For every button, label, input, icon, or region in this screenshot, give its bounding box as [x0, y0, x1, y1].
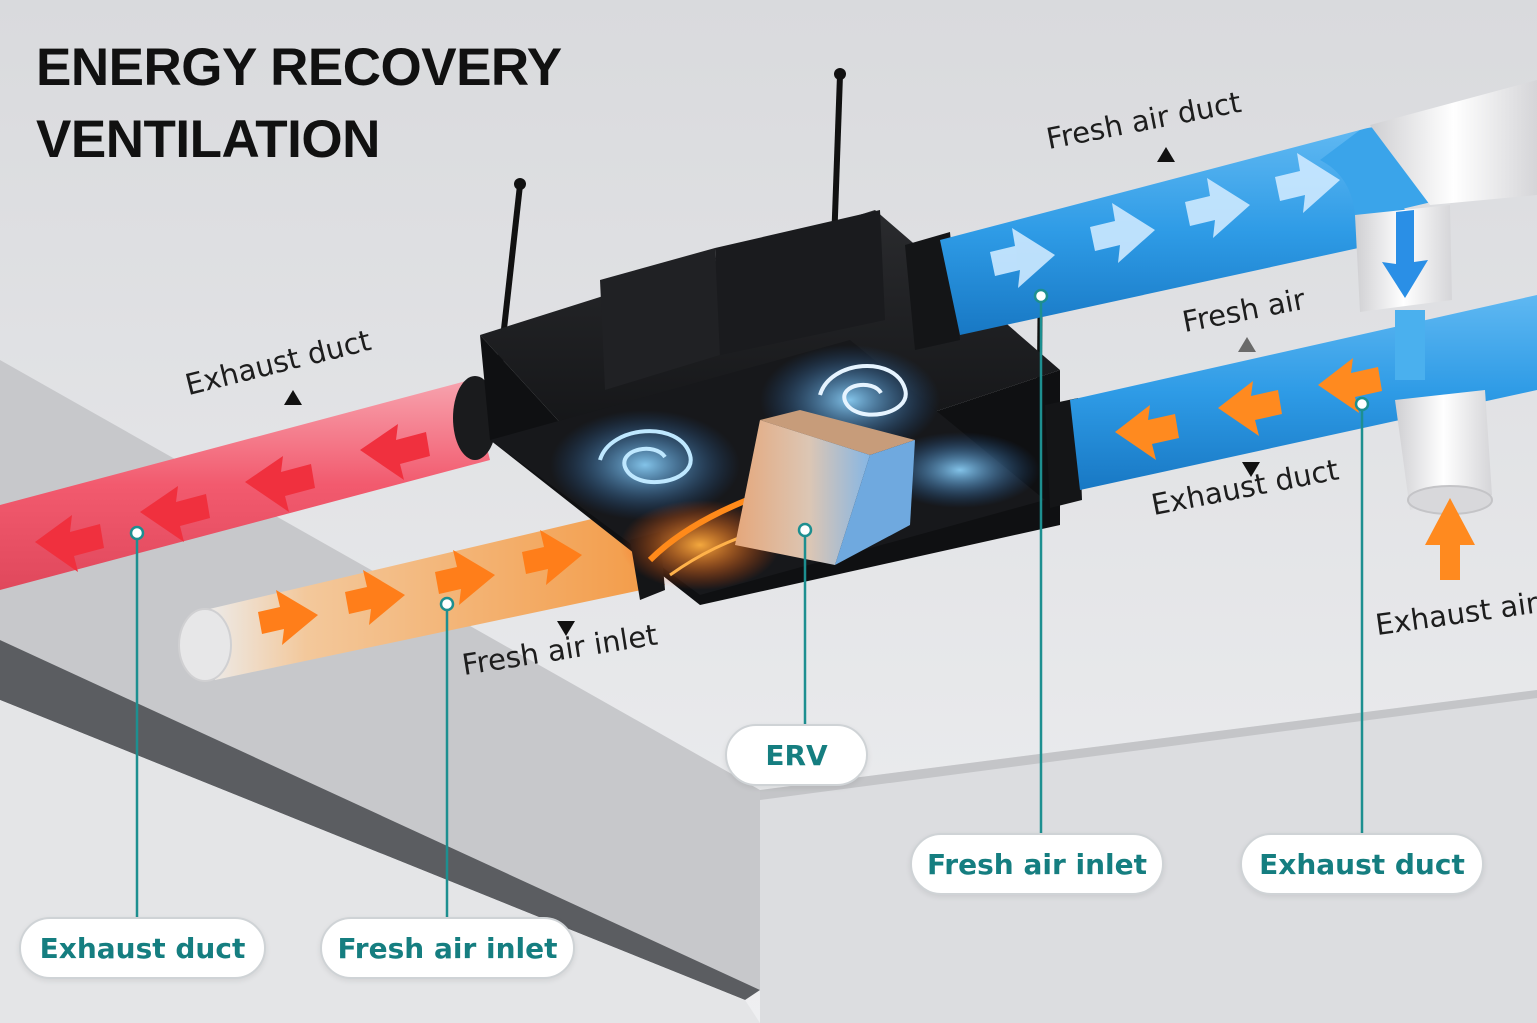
flow-arrow	[1275, 153, 1340, 213]
flow-arrow	[360, 424, 430, 480]
callout-exhaust-duct-left: Exhaust duct	[19, 917, 266, 979]
leader-lines	[129, 288, 1370, 917]
white-extension-pipe	[1370, 80, 1537, 205]
erv-core-top	[760, 410, 915, 455]
flow-arrow	[1185, 178, 1250, 238]
tee-connector	[1395, 310, 1425, 380]
title-line-1: ENERGY RECOVERY	[36, 38, 562, 97]
exhaust-duct-pipe	[0, 380, 490, 590]
leader-dot	[1033, 288, 1049, 304]
flow-arrow	[990, 228, 1055, 288]
fresh-air-flow-arrows	[990, 153, 1340, 288]
pointer-triangle	[284, 390, 302, 405]
leader-dot	[1354, 396, 1370, 412]
erv-top-housing	[715, 210, 885, 355]
beam-shadow	[0, 640, 760, 1000]
erv-top-housing	[600, 248, 720, 390]
flow-arrow	[522, 530, 582, 585]
exhaust-flow-arrows	[1115, 358, 1382, 460]
pipe-end-cap	[178, 608, 232, 682]
flow-arrow	[245, 456, 315, 512]
flow-arrow	[1115, 405, 1179, 460]
flow-arrow	[345, 570, 405, 625]
rod-anchor	[514, 178, 526, 190]
leader-dot	[129, 525, 145, 541]
title-line-2: VENTILATION	[36, 110, 380, 169]
callout-exhaust-duct-right: Exhaust duct	[1240, 833, 1484, 895]
flow-arrow	[35, 515, 104, 572]
leader-dot	[797, 522, 813, 538]
soffit-edge	[760, 690, 1537, 800]
callout-fresh-air-inlet-left: Fresh air inlet	[320, 917, 575, 979]
pointer-triangle	[1157, 147, 1175, 162]
blue-airflow-glow	[550, 410, 740, 520]
up-flow-arrow	[1425, 498, 1475, 580]
blue-airflow-glow	[880, 432, 1040, 508]
flow-arrow	[435, 550, 495, 605]
erv-core-side	[835, 440, 915, 565]
callout-erv: ERV	[725, 724, 868, 786]
red-flow-arrows	[35, 424, 430, 572]
orange-flow-arrows	[258, 530, 582, 645]
pointer-triangle	[1242, 462, 1260, 477]
leader-dot	[439, 596, 455, 612]
swirl-blue	[598, 429, 693, 484]
flow-arrow	[1090, 203, 1155, 263]
flow-arrow	[258, 590, 318, 645]
rod-anchor	[834, 68, 846, 80]
flow-arrow	[140, 486, 210, 542]
callout-fresh-air-inlet-right: Fresh air inlet	[910, 833, 1164, 895]
diagram-title: ENERGY RECOVERY VENTILATION	[36, 32, 562, 176]
down-flow-arrow	[1382, 210, 1428, 298]
flow-arrow	[1318, 358, 1382, 413]
flow-arrow	[1218, 381, 1282, 436]
swirl-blue	[818, 364, 908, 417]
duct-collar-right	[1045, 398, 1082, 508]
pointer-triangle	[1238, 337, 1256, 352]
vertical-white-pipe-lower	[1395, 390, 1492, 510]
erv-core-front	[735, 420, 870, 565]
pointer-triangle	[557, 621, 575, 636]
